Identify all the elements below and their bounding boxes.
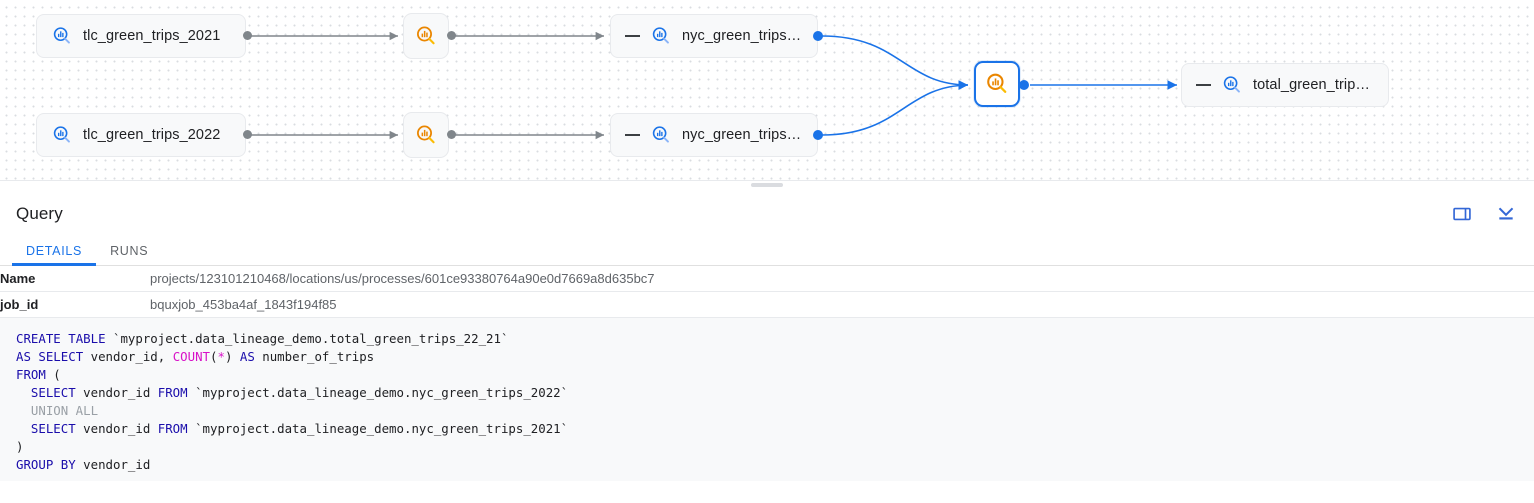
query-panel-tabs: DETAILS RUNS	[0, 236, 1534, 266]
lineage-node-tlc-green-trips-2021[interactable]: tlc_green_trips_2021	[36, 14, 246, 58]
bigquery-table-icon	[1221, 74, 1243, 96]
lineage-node-label: total_green_trip…	[1253, 77, 1370, 93]
lineage-node-process-b[interactable]	[403, 112, 449, 158]
query-panel-header: Query	[0, 192, 1534, 236]
tab-details[interactable]: DETAILS	[12, 236, 97, 266]
sql-code-block[interactable]: CREATE TABLE `myproject.data_lineage_dem…	[0, 318, 1534, 481]
lineage-graph-canvas[interactable]: tlc_green_trips_2021 tlc_green_trips_202…	[0, 0, 1534, 180]
node-output-port[interactable]	[243, 130, 252, 139]
detail-value-job-id: bquxjob_453ba4af_1843f194f85	[150, 297, 337, 312]
bigquery-table-icon	[51, 124, 73, 146]
collapse-panel-icon[interactable]	[1494, 202, 1518, 226]
node-output-port[interactable]	[1019, 80, 1029, 90]
detail-key: Name	[0, 271, 36, 286]
split-panel-icon[interactable]	[1450, 202, 1474, 226]
lineage-node-label: nyc_green_trips…	[682, 28, 802, 44]
node-output-port[interactable]	[813, 130, 823, 140]
panel-drag-handle[interactable]	[751, 183, 783, 187]
node-output-port[interactable]	[447, 31, 456, 40]
bigquery-process-icon	[414, 123, 438, 147]
detail-value-name: projects/123101210468/locations/us/proce…	[150, 271, 655, 286]
query-panel: Query DETAILS RUNS Name projects	[0, 192, 1534, 481]
lineage-node-tlc-green-trips-2022[interactable]: tlc_green_trips_2022	[36, 113, 246, 157]
lineage-node-total-green-trips[interactable]: total_green_trip…	[1181, 63, 1389, 107]
node-output-port[interactable]	[813, 31, 823, 41]
node-collapse-toggle[interactable]	[625, 35, 640, 37]
lineage-node-nyc-green-trips-2021[interactable]: nyc_green_trips…	[610, 14, 818, 58]
bigquery-table-icon	[650, 25, 672, 47]
node-output-port[interactable]	[447, 130, 456, 139]
bigquery-table-icon	[51, 25, 73, 47]
tab-runs[interactable]: RUNS	[110, 243, 149, 258]
node-collapse-toggle[interactable]	[625, 134, 640, 136]
lineage-node-label: tlc_green_trips_2021	[83, 28, 221, 44]
node-output-port[interactable]	[243, 31, 252, 40]
lineage-node-process-a[interactable]	[403, 13, 449, 59]
lineage-node-nyc-green-trips-2022[interactable]: nyc_green_trips…	[610, 113, 818, 157]
panel-header-actions	[1450, 202, 1518, 226]
table-row: Name projects/123101210468/locations/us/…	[0, 266, 1534, 292]
sql-code-text: CREATE TABLE `myproject.data_lineage_dem…	[16, 331, 569, 472]
lineage-node-process-selected[interactable]	[974, 61, 1020, 107]
lineage-node-label: tlc_green_trips_2022	[83, 127, 221, 143]
panel-divider	[0, 180, 1534, 192]
bigquery-process-icon	[414, 24, 438, 48]
details-table: Name projects/123101210468/locations/us/…	[0, 266, 1534, 318]
panel-title: Query	[16, 204, 63, 223]
detail-key: job_id	[0, 297, 39, 312]
bigquery-table-icon	[650, 124, 672, 146]
lineage-node-label: nyc_green_trips…	[682, 127, 802, 143]
table-row: job_id bquxjob_453ba4af_1843f194f85	[0, 292, 1534, 318]
bigquery-process-icon	[984, 71, 1010, 97]
node-collapse-toggle[interactable]	[1196, 84, 1211, 86]
